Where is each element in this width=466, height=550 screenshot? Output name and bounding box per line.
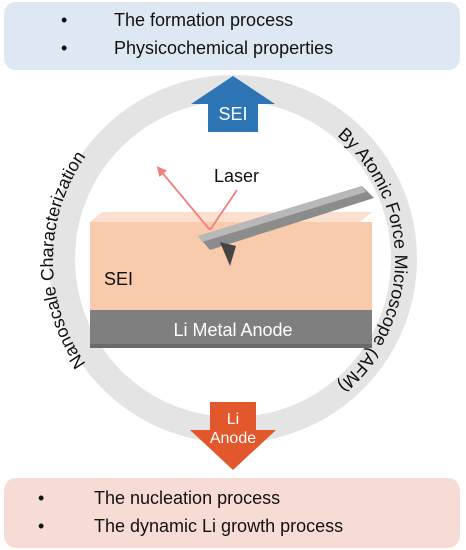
top-bullet-1-text: The formation process	[114, 10, 294, 30]
laser-incident-beam	[209, 189, 238, 231]
bullet-dot: •	[38, 488, 45, 508]
bullet-dot: •	[38, 516, 45, 536]
top-info-box: • The formation process • Physicochemica…	[4, 2, 460, 70]
afm-cantilever-highlight	[198, 186, 366, 242]
bullet-dot: •	[61, 38, 68, 58]
anode-edge	[90, 344, 372, 348]
anode-down-arrow	[190, 402, 276, 470]
bottom-bullet-2-text: The dynamic Li growth process	[94, 516, 344, 536]
sei-up-arrow	[191, 76, 275, 132]
laser-label: Laser	[214, 166, 259, 186]
sei-arrow-label: SEI	[218, 104, 247, 124]
anode-arrow-label-line2: Anode	[210, 430, 256, 447]
afm-tip	[220, 242, 236, 266]
bottom-info-box: • The nucleation process • The dynamic L…	[4, 478, 460, 548]
anode-arrow-label-line1: Li	[227, 411, 239, 428]
sei-layer-label: SEI	[104, 269, 133, 289]
top-bullet-2-text: Physicochemical properties	[114, 38, 334, 58]
block-top-face	[90, 212, 372, 222]
bottom-bullet-1-text: The nucleation process	[94, 488, 281, 508]
anode-layer	[90, 310, 372, 348]
bullet-dot: •	[61, 10, 68, 30]
laser-reflected-beam	[156, 166, 211, 231]
anode-layer-label: Li Metal Anode	[173, 320, 292, 340]
